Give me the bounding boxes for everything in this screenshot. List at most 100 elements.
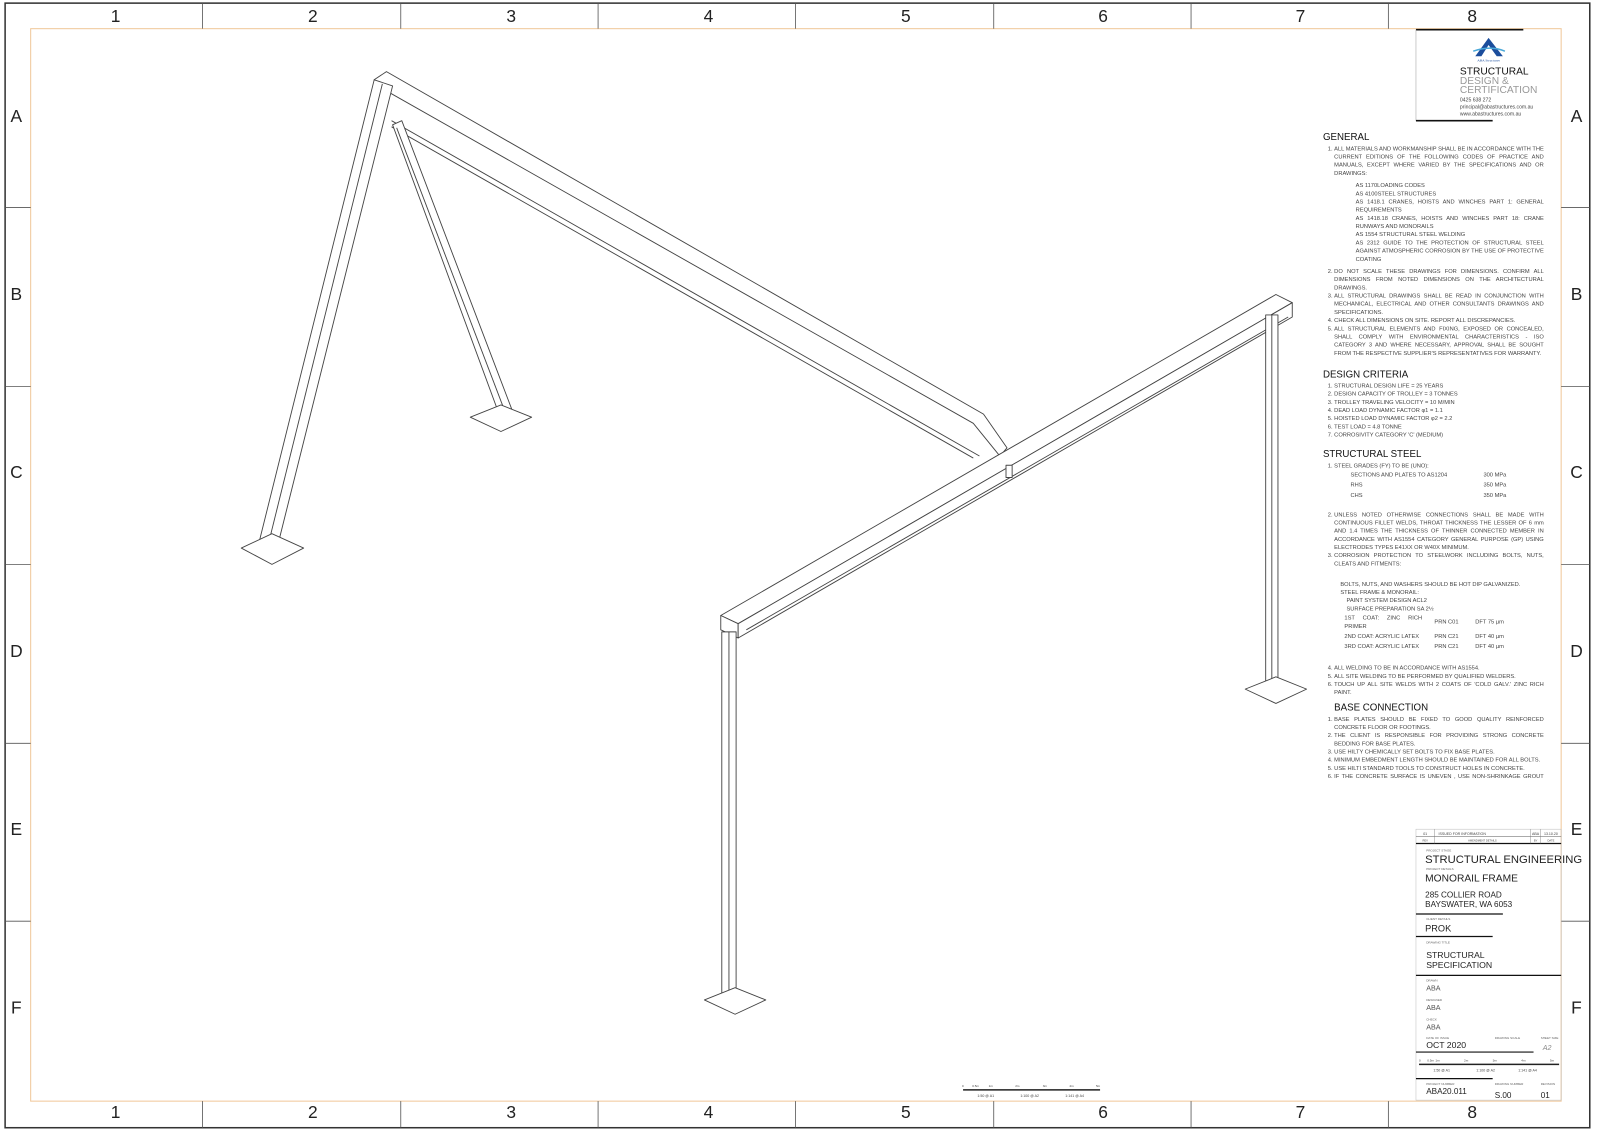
zone-row-e: E	[1571, 819, 1583, 839]
notes-panel: GENERAL ALL MATERIALS AND WORKMANSHIP SH…	[1323, 127, 1544, 781]
logo-line1: STRUCTURAL	[1460, 67, 1529, 78]
criteria-item: TEST LOAD = 4.8 TONNE	[1334, 423, 1544, 431]
zone-dividers	[5, 3, 1590, 1128]
drawing-title-line2: SPECIFICATION	[1426, 960, 1492, 970]
logo-line3: CERTIFICATION	[1460, 85, 1537, 96]
criteria-item: DEAD LOAD DYNAMIC FACTOR φ1 = 1.1	[1334, 407, 1544, 415]
zone-col-8: 8	[1467, 1102, 1477, 1122]
zone-row-f: F	[11, 998, 22, 1018]
logo-email: principal@abastructures.com.au	[1460, 104, 1534, 110]
drawing-scale-bar: 0 0.5m 1m 2m 3m 4m 5m 1:50 @ A1 1:100 @ …	[962, 1084, 1101, 1098]
zone-col-4: 4	[704, 1102, 714, 1122]
runway-beam-top	[720, 294, 1293, 625]
revision-number: 01	[1541, 1091, 1551, 1100]
zone-labels-bottom: 1 2 3 4 5 6 7 8	[111, 1102, 1477, 1122]
base-plate-2	[469, 404, 533, 432]
scale-tick: 5m	[1550, 1058, 1555, 1062]
general-heading: GENERAL	[1322, 131, 1370, 144]
general-note: DO NOT SCALE THESE DRAWINGS FOR DIMENSIO…	[1334, 268, 1544, 293]
logo-block: ABA Structures STRUCTURAL DESIGN & CERTI…	[1415, 28, 1537, 122]
zone-col-5: 5	[901, 6, 911, 26]
surface-prep: SURFACE PREPARATION SA 2½	[1346, 606, 1434, 613]
steel-note: TOUCH UP ALL SITE WELDS WITH 2 COATS OF …	[1334, 681, 1544, 697]
zone-col-4: 4	[704, 6, 714, 26]
frame-note: STEEL FRAME & MONORAIL:	[1340, 589, 1419, 597]
scale-tick: 1m	[1435, 1058, 1440, 1062]
designed-by: ABA	[1426, 1004, 1441, 1012]
inner-border	[30, 28, 1562, 1102]
code-item: AS 4100STEEL STRUCTURES	[1355, 191, 1437, 198]
zone-row-c: C	[10, 462, 23, 482]
zone-col-8: 8	[1467, 6, 1477, 26]
steel-note: ALL WELDING TO BE IN ACCORDANCE WITH AS1…	[1334, 665, 1544, 673]
scale-ratio: 1:100 @ A2	[1020, 1094, 1039, 1098]
inclined-beam	[373, 71, 1008, 457]
scale-tick: 5m	[1096, 1084, 1101, 1088]
zone-col-7: 7	[1296, 6, 1306, 26]
rev-date: 13.10.20	[1544, 832, 1558, 836]
monorail-frame-isometric	[240, 71, 1308, 1015]
base-note: MINIMUM EMBEDMENT LENGTH SHOULD BE MAINT…	[1334, 757, 1544, 765]
zone-col-1: 1	[111, 6, 121, 26]
issue-date: OCT 2020	[1426, 1040, 1466, 1050]
scale-tick: 2m	[1015, 1084, 1020, 1088]
scale-ratio: 1:50 @ A1	[1433, 1068, 1450, 1072]
zone-labels-top: 1 2 3 4 5 6 7 8	[111, 6, 1477, 26]
address-line2: BAYSWATER, WA 6053	[1425, 900, 1512, 909]
designed-label: DESIGNED	[1426, 998, 1443, 1002]
base-note: USE HILTY CHEMICALLY SET BOLTS TO FIX BA…	[1334, 748, 1544, 756]
client-label: CLIENT DETAILS	[1426, 917, 1450, 921]
zone-row-b: B	[1571, 284, 1583, 304]
zone-row-d: D	[1570, 641, 1583, 661]
scale-tick: 0.5m	[972, 1084, 979, 1088]
logo-company: ABA Structures	[1477, 58, 1500, 62]
code-item: AS 2312 GUIDE TO THE PROTECTION OF STRUC…	[1355, 240, 1544, 263]
date-label: DATE OF ISSUE	[1426, 1036, 1449, 1040]
zone-col-7: 7	[1296, 1102, 1306, 1122]
code-item: AS 1554 STRUCTURAL STEEL WELDING	[1355, 232, 1466, 239]
zone-labels-right: A B C D E F	[1570, 106, 1583, 1018]
drawing-title-label: DRAWING TITLE	[1426, 941, 1450, 945]
logo-phone: 0425 638 272	[1460, 97, 1491, 103]
logo-web: www.abastructures.com.au	[1460, 112, 1521, 118]
base-note: USE HILTI STANDARD TOOLS TO CONSTRUCT HO…	[1334, 765, 1544, 773]
project-number: ABA20.011	[1426, 1087, 1467, 1096]
base-note: BASE PLATES SHOULD BE FIXED TO GOOD QUAL…	[1334, 716, 1544, 732]
paint-system: PAINT SYSTEM DESIGN ACL2	[1346, 598, 1427, 605]
drawn-by: ABA	[1426, 985, 1441, 993]
zone-col-2: 2	[308, 1102, 318, 1122]
base-plate-1	[240, 533, 305, 565]
scale-tick: 4m	[1069, 1084, 1074, 1088]
scale-tick: 0	[1419, 1058, 1421, 1062]
checked-label: CHECK	[1426, 1017, 1437, 1021]
scale-tick: 3m	[1493, 1058, 1498, 1062]
scale-tick: 0.5m	[1427, 1058, 1434, 1062]
design-criteria-heading: DESIGN CRITERIA	[1322, 369, 1409, 381]
scale-label: DRAWING SCALE	[1495, 1036, 1520, 1040]
title-block: 01 ISSUED FOR INFORMATION ABA 13.10.20 R…	[1415, 828, 1582, 1101]
sheet-size-label: SHEET SIZE	[1541, 1036, 1559, 1040]
project-stage: STRUCTURAL ENGINEERING	[1425, 854, 1582, 866]
rev-details: ISSUED FOR INFORMATION	[1438, 832, 1486, 836]
general-note: CHECK ALL DIMENSIONS ON SITE. REPORT ALL…	[1334, 317, 1544, 325]
zone-col-6: 6	[1098, 6, 1108, 26]
scale-tick: 3m	[1043, 1084, 1048, 1088]
criteria-item: TROLLEY TRAVELING VELOCITY = 10 M/MIN	[1334, 399, 1544, 407]
by-header: BY	[1534, 838, 1538, 842]
zone-labels-left: A B C D E F	[10, 106, 23, 1018]
zone-col-5: 5	[901, 1102, 911, 1122]
zone-col-6: 6	[1098, 1102, 1108, 1122]
general-note: ALL STRUCTURAL ELEMENTS AND FIXING, EXPO…	[1334, 325, 1544, 358]
inclined-beam-flange	[391, 120, 980, 457]
client-name: PROK	[1425, 923, 1452, 933]
rev-by: ABA	[1532, 832, 1540, 836]
zone-row-b: B	[11, 284, 23, 304]
code-item: AS 1418.1 CRANES, HOISTS AND WINCHES PAR…	[1355, 199, 1544, 214]
